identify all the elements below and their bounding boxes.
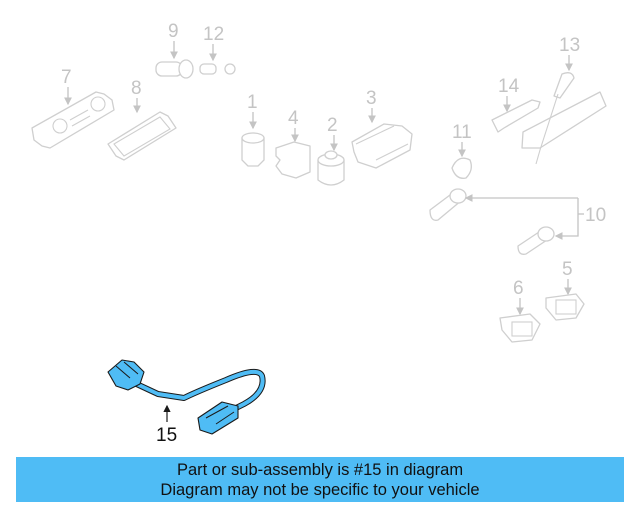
part-6-switch[interactable]: 6 xyxy=(499,278,541,343)
info-banner: Part or sub-assembly is #15 in diagram D… xyxy=(16,457,624,502)
part-10-sockets[interactable]: 10 xyxy=(429,188,606,255)
part-11-cap[interactable]: 11 xyxy=(451,122,472,179)
callout-3: 3 xyxy=(366,88,377,109)
callout-6: 6 xyxy=(513,278,524,299)
part-4-bracket[interactable]: 4 xyxy=(275,108,311,179)
part-13-lever[interactable]: 13 xyxy=(521,35,607,165)
callout-13: 13 xyxy=(559,35,580,56)
part-14-clip[interactable]: 14 xyxy=(491,76,541,133)
callout-15: 15 xyxy=(156,425,177,446)
part-3-window-switch[interactable]: 3 xyxy=(351,88,413,169)
callout-5: 5 xyxy=(562,259,573,280)
callout-1: 1 xyxy=(247,92,258,113)
part-12-bulb[interactable]: 12 xyxy=(199,24,236,75)
part-1-switch[interactable]: 1 xyxy=(241,92,265,167)
part-2-knob[interactable]: 2 xyxy=(317,115,345,186)
part-15-cable-harness[interactable]: 15 xyxy=(107,359,266,446)
callout-14: 14 xyxy=(498,76,520,97)
banner-line-disclaimer: Diagram may not be specific to your vehi… xyxy=(160,480,480,499)
callout-12: 12 xyxy=(203,24,224,45)
part-9-socket[interactable]: 9 xyxy=(155,21,194,79)
part-5-switch[interactable]: 5 xyxy=(545,259,585,321)
part-7-control-panel[interactable]: 7 xyxy=(31,67,115,149)
callout-10: 10 xyxy=(585,205,606,226)
part-8-lamp[interactable]: 8 xyxy=(107,78,177,161)
callout-7: 7 xyxy=(61,67,72,88)
callout-2: 2 xyxy=(327,115,338,136)
callout-11: 11 xyxy=(452,122,472,143)
callout-9: 9 xyxy=(168,21,179,42)
callout-8: 8 xyxy=(131,78,142,99)
banner-line-part-number: Part or sub-assembly is #15 in diagram xyxy=(176,460,464,479)
callout-4: 4 xyxy=(288,108,299,129)
